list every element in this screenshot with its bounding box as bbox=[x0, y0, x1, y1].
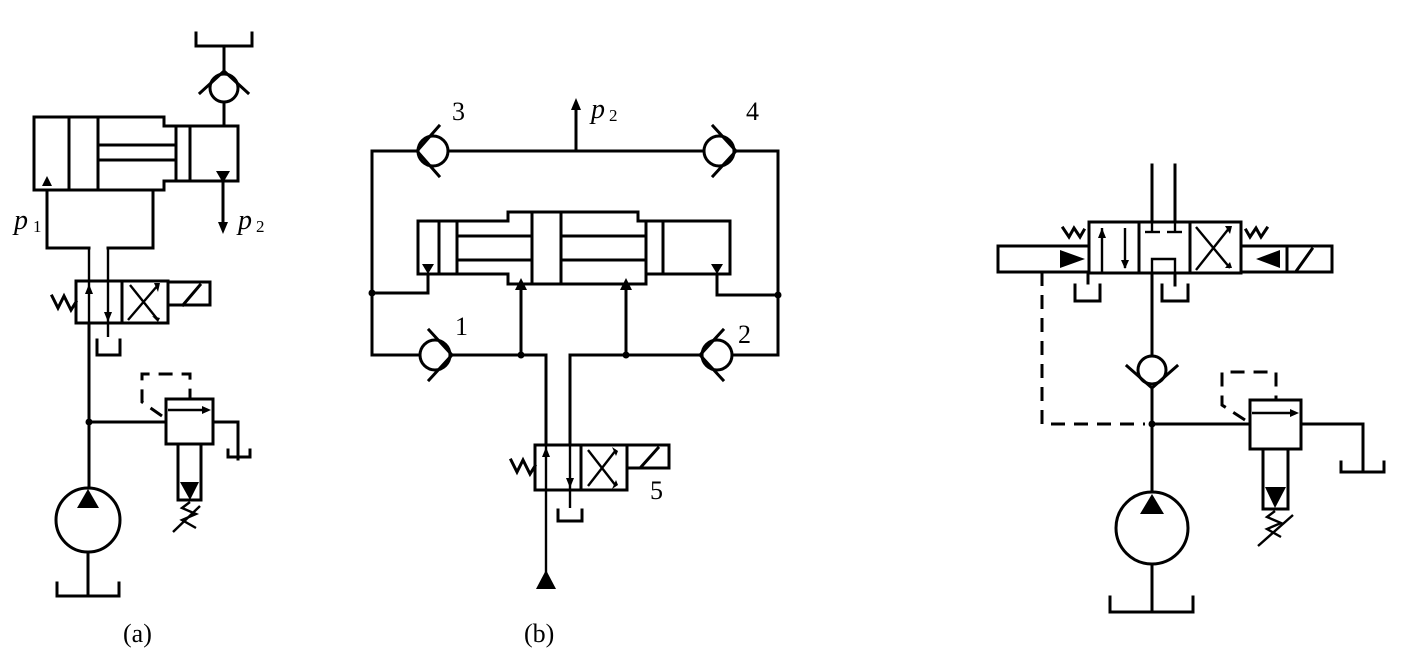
double-intensifier bbox=[416, 210, 732, 286]
pressure-label-p2-sub: 2 bbox=[256, 217, 265, 236]
outlet-arrow-icon bbox=[571, 98, 581, 110]
panel-c bbox=[996, 163, 1386, 614]
pressure-label-p1: p bbox=[12, 205, 28, 236]
spring-icon bbox=[1060, 225, 1087, 240]
intensifier-cylinder bbox=[32, 115, 240, 192]
tank-icon bbox=[226, 448, 252, 459]
spring-icon bbox=[1243, 225, 1270, 240]
directional-valve-5 bbox=[508, 443, 671, 575]
check-valve-icon bbox=[1124, 354, 1180, 390]
panel-caption-b: (b) bbox=[524, 619, 554, 648]
tank-icon bbox=[1160, 283, 1190, 303]
valve-label-3: 3 bbox=[452, 97, 465, 126]
flow-arrow-icon bbox=[216, 171, 230, 183]
directional-valve bbox=[49, 248, 212, 394]
pressure-label-p2: p bbox=[589, 94, 605, 125]
check-valve-3-icon bbox=[415, 123, 450, 179]
flow-arrow-icon bbox=[104, 312, 112, 322]
pump-icon bbox=[54, 486, 122, 598]
tank-icon bbox=[55, 581, 121, 598]
flow-arrow-icon bbox=[42, 176, 52, 186]
directional-valve-4-3 bbox=[996, 220, 1334, 275]
pressure-label-p1-sub: 1 bbox=[33, 217, 42, 236]
tank-icon bbox=[1108, 595, 1195, 614]
flow-arrow-icon bbox=[154, 283, 160, 292]
pump-icon bbox=[1108, 490, 1195, 614]
spring-icon bbox=[179, 501, 200, 530]
tank-top-icon bbox=[194, 31, 254, 72]
adjust-arrow-icon bbox=[172, 505, 201, 533]
valve-label-2: 2 bbox=[738, 320, 751, 349]
tank-icon bbox=[1339, 460, 1386, 474]
check-valve-4-icon bbox=[702, 123, 739, 179]
panel-b: p 2 3 4 bbox=[368, 94, 782, 648]
check-valve-icon bbox=[197, 68, 251, 128]
spring-icon bbox=[1264, 510, 1285, 539]
tank-icon bbox=[556, 508, 584, 523]
panel-a: p 1 p 2 bbox=[12, 31, 265, 648]
flow-arrow-icon bbox=[85, 284, 93, 294]
adjust-arrow-icon bbox=[1257, 514, 1294, 547]
flow-arrow-icon bbox=[152, 316, 160, 322]
spring-icon bbox=[49, 292, 79, 314]
relief-valve bbox=[1220, 370, 1386, 547]
check-valve-2-icon bbox=[697, 327, 734, 383]
tank-icon bbox=[95, 338, 122, 357]
pressure-source-icon bbox=[536, 570, 556, 589]
valve-label-1: 1 bbox=[455, 312, 468, 341]
spring-icon bbox=[508, 456, 538, 478]
pressure-label-p2: p bbox=[236, 205, 252, 236]
relief-valve bbox=[140, 372, 252, 533]
tank-icon bbox=[1073, 283, 1102, 303]
check-valve-1-icon bbox=[418, 327, 455, 383]
valve-label-4: 4 bbox=[746, 97, 759, 126]
pressure-label-p2-sub: 2 bbox=[609, 106, 618, 125]
panel-caption-a: (a) bbox=[123, 619, 152, 648]
valve-label-5: 5 bbox=[650, 476, 663, 505]
outlet-arrow-icon bbox=[218, 222, 228, 234]
